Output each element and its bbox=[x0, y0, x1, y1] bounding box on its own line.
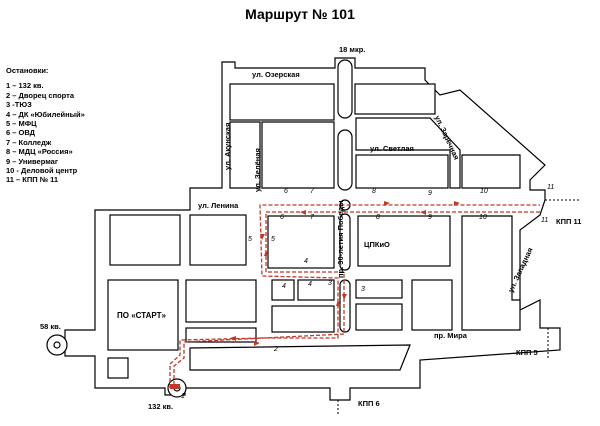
route-path-outbound bbox=[169, 204, 540, 388]
road-network bbox=[64, 57, 561, 401]
route-path-return bbox=[173, 211, 540, 388]
place-18mkr: 18 мкр. bbox=[339, 45, 366, 54]
boulevard bbox=[337, 59, 353, 119]
bus-route bbox=[169, 204, 540, 388]
stop-number: 8 bbox=[376, 214, 380, 221]
stop-number: 2 bbox=[274, 346, 278, 353]
stop-number: 11 bbox=[541, 217, 549, 224]
street-akunskaya: ул. Акунская bbox=[223, 122, 232, 170]
block bbox=[355, 117, 461, 189]
stop-number: 9 bbox=[428, 190, 432, 197]
legend-item: 2 – Дворец спорта bbox=[6, 90, 75, 100]
block bbox=[229, 83, 335, 121]
stop-number: 8 bbox=[372, 188, 376, 195]
stop-number: 10 bbox=[479, 214, 487, 221]
stop-number: 11 bbox=[547, 184, 555, 191]
place-tspkio: ЦПКиО bbox=[364, 240, 390, 249]
place-58kv: 58 кв. bbox=[40, 322, 61, 331]
block bbox=[229, 121, 261, 189]
legend-item: 10 - Деловой центр bbox=[6, 166, 78, 176]
block bbox=[107, 357, 129, 379]
legend-item: 8 – МДЦ «Россия» bbox=[6, 147, 73, 157]
place-start: ПО «СТАРТ» bbox=[117, 311, 166, 320]
street-zelenaya: ул. Зелёная bbox=[253, 148, 262, 192]
stop-number: 6 bbox=[284, 188, 288, 195]
block bbox=[355, 154, 449, 189]
arrow bbox=[264, 250, 269, 256]
stop-number: 10 bbox=[480, 188, 488, 195]
block bbox=[354, 83, 436, 115]
block bbox=[261, 121, 335, 189]
arrow bbox=[260, 234, 265, 240]
stop-number: 7 bbox=[310, 188, 314, 195]
block bbox=[355, 279, 403, 299]
street-ozerskaya: ул. Озерская bbox=[252, 70, 300, 79]
legend-item: 6 – ОВД bbox=[6, 128, 36, 138]
boulevard bbox=[337, 129, 353, 191]
block bbox=[355, 303, 403, 331]
arrow bbox=[300, 210, 306, 215]
roundabout-58kv-inner bbox=[53, 341, 61, 349]
stop-number: 4 bbox=[304, 258, 308, 265]
arrow bbox=[230, 336, 236, 341]
city-blocks bbox=[107, 83, 521, 379]
block bbox=[411, 279, 453, 331]
block bbox=[461, 154, 521, 189]
block bbox=[189, 344, 411, 371]
boulevards bbox=[337, 59, 353, 333]
street-svetlaya: ул. Светлая bbox=[370, 144, 414, 153]
place-kpp11: КПП 11 bbox=[556, 217, 582, 226]
arrow bbox=[342, 294, 347, 300]
arrow bbox=[384, 201, 390, 206]
page-title: Маршрут № 101 bbox=[245, 6, 355, 22]
boulevard bbox=[339, 213, 351, 271]
block bbox=[271, 279, 295, 301]
legend-item: 3 -ТЮЗ bbox=[6, 100, 32, 110]
boulevard bbox=[339, 279, 351, 333]
stops-legend: Остановки: 1 – 132 кв. 2 – Дворец спорта… bbox=[6, 66, 85, 185]
route-arrows bbox=[230, 201, 460, 346]
stop-number: 4 bbox=[308, 281, 312, 288]
legend-item: 11 – КПП № 11 bbox=[6, 175, 59, 185]
stop-number: 1 bbox=[181, 393, 185, 400]
legend-heading: Остановки: bbox=[6, 66, 49, 75]
place-132kv: 132 кв. bbox=[148, 402, 174, 411]
arrow bbox=[336, 300, 341, 306]
legend-item: 5 – МФЦ bbox=[6, 119, 37, 129]
block bbox=[185, 279, 257, 323]
stop-number: 5 bbox=[271, 236, 275, 243]
block bbox=[357, 215, 451, 267]
place-kpp5: КПП 5 bbox=[516, 348, 538, 357]
kpp-lines bbox=[337, 199, 580, 414]
legend-item: 4 – ДК «Юбилейный» bbox=[6, 109, 85, 119]
street-lenina: ул. Ленина bbox=[198, 201, 239, 210]
stop-number: 9 bbox=[428, 214, 432, 221]
street-pobedy: пр. 30-летия Победы bbox=[336, 200, 345, 278]
arrow bbox=[454, 201, 460, 206]
stop-number: 7 bbox=[310, 214, 314, 221]
block bbox=[267, 215, 335, 269]
stop-number: 5 bbox=[248, 236, 252, 243]
legend-item: 7 – Колледж bbox=[6, 137, 52, 147]
block bbox=[297, 279, 335, 301]
stop-number: 3 bbox=[328, 280, 332, 287]
stop-number: 4 bbox=[282, 283, 286, 290]
legend-item: 1 – 132 кв. bbox=[6, 81, 44, 91]
start-stop-marker bbox=[170, 384, 180, 389]
place-kpp6: КПП 6 bbox=[358, 399, 380, 408]
stop-number: 6 bbox=[280, 214, 284, 221]
arrow bbox=[254, 341, 260, 346]
street-mira: пр. Мира bbox=[434, 331, 467, 340]
block bbox=[461, 215, 521, 331]
block bbox=[271, 305, 335, 333]
block bbox=[109, 214, 181, 266]
legend-item: 9 – Универмаг bbox=[6, 156, 58, 166]
block bbox=[107, 279, 179, 351]
arrow bbox=[420, 210, 426, 215]
block bbox=[189, 214, 247, 266]
road-outline bbox=[64, 57, 561, 401]
stop-number: 3 bbox=[361, 286, 365, 293]
